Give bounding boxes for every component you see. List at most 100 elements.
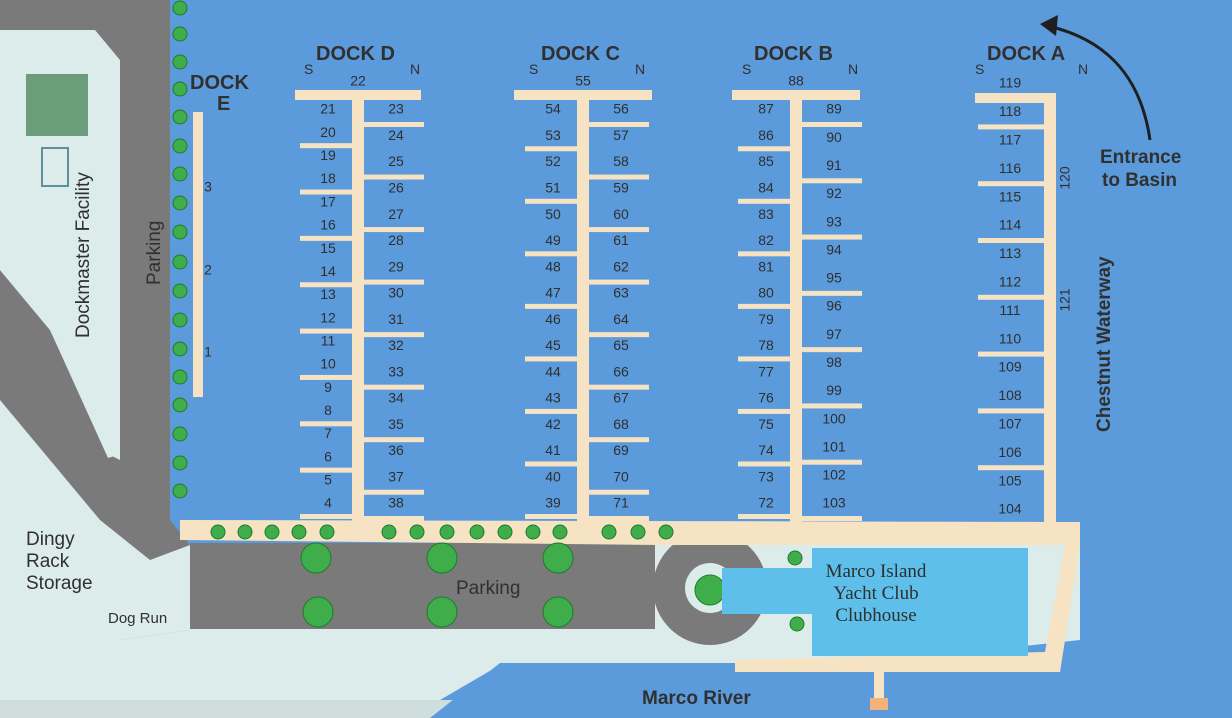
dock-c-finger bbox=[583, 332, 649, 338]
tree bbox=[172, 26, 188, 42]
dock-b-slip: 95 bbox=[826, 270, 842, 286]
dock-b-slip: 77 bbox=[758, 363, 774, 379]
dock-c-slip: 64 bbox=[613, 311, 629, 327]
dock-c-slip: 51 bbox=[545, 180, 561, 196]
dock-c-south-marker: S bbox=[529, 61, 538, 77]
dock-c-finger bbox=[583, 174, 649, 180]
dock-c-slip: 43 bbox=[545, 390, 561, 406]
tree bbox=[172, 166, 188, 182]
dock-d-slip: 4 bbox=[324, 495, 332, 511]
dock-e-slip: 2 bbox=[204, 262, 212, 278]
dock-b-slip: 72 bbox=[758, 495, 774, 511]
dock-c-slip: 53 bbox=[545, 127, 561, 143]
tree bbox=[552, 524, 568, 540]
dock-b-slip: 101 bbox=[822, 438, 846, 454]
dock-c-finger bbox=[525, 251, 583, 257]
dock-d-slip: 24 bbox=[388, 127, 404, 143]
dock-b-slip: 82 bbox=[758, 232, 774, 248]
dock-b-finger bbox=[738, 198, 796, 204]
dock-d-slip: 15 bbox=[320, 240, 336, 256]
entrance-arrow bbox=[1047, 24, 1152, 141]
dock-a-finger bbox=[978, 181, 1044, 187]
dock-d-name: DOCK D bbox=[316, 43, 395, 65]
dock-d-slip: 17 bbox=[320, 193, 336, 209]
tree bbox=[172, 195, 188, 211]
dock-c-finger bbox=[525, 408, 583, 414]
dock-d-finger bbox=[300, 467, 358, 473]
dock-c-slip: 52 bbox=[545, 153, 561, 169]
dock-a-finger bbox=[978, 294, 1044, 300]
dock-b-slip: 93 bbox=[826, 213, 842, 229]
dock-b-slip: 87 bbox=[758, 101, 774, 117]
dock-e: 3 2 1 bbox=[204, 179, 212, 360]
dock-c-slip: 58 bbox=[613, 153, 629, 169]
dock-b-finger bbox=[738, 356, 796, 362]
dock-a-side-slip: 121 bbox=[1057, 288, 1073, 312]
tree bbox=[172, 455, 188, 471]
dock-c-slip: 60 bbox=[613, 206, 629, 222]
dock-a-slip: 107 bbox=[998, 416, 1022, 432]
tree bbox=[381, 524, 397, 540]
dock-d-slip: 6 bbox=[324, 448, 332, 464]
dock-b-finger bbox=[796, 347, 862, 353]
dock-b-slip: 86 bbox=[758, 127, 774, 143]
dock-b-finger bbox=[738, 461, 796, 467]
tree bbox=[172, 0, 188, 16]
dock-c-slip: 63 bbox=[613, 285, 629, 301]
dock-b-slip: 76 bbox=[758, 390, 774, 406]
dock-a-slip: 116 bbox=[999, 160, 1022, 176]
dock-b-finger bbox=[796, 178, 862, 184]
tree bbox=[694, 574, 726, 606]
dock-d-slip: 25 bbox=[388, 153, 404, 169]
tree bbox=[172, 312, 188, 328]
dock-b-slip: 100 bbox=[822, 410, 846, 426]
dock-d-end-slip: 22 bbox=[350, 73, 366, 89]
dock-a-slip: 114 bbox=[999, 217, 1022, 233]
dock-a-slip: 106 bbox=[998, 444, 1022, 460]
dock-d-slip: 7 bbox=[324, 425, 332, 441]
marco-river-water bbox=[430, 663, 1232, 718]
dock-a-slip: 111 bbox=[999, 302, 1020, 318]
dock-a-finger bbox=[978, 408, 1044, 414]
tree bbox=[264, 524, 280, 540]
tree bbox=[172, 426, 188, 442]
dock-b-slip: 99 bbox=[826, 382, 842, 398]
dock-b-slip: 83 bbox=[758, 206, 774, 222]
dock-d-slip: 28 bbox=[388, 232, 404, 248]
dock-c-slip: 56 bbox=[613, 101, 629, 117]
tree bbox=[172, 341, 188, 357]
dock-a-slip: 112 bbox=[999, 274, 1022, 290]
dock-a-finger bbox=[978, 522, 1044, 527]
chestnut-waterway-label: Chestnut Waterway bbox=[1094, 256, 1115, 432]
dock-c-slip: 46 bbox=[545, 311, 561, 327]
dock-d-slip: 8 bbox=[324, 402, 332, 418]
dock-c-slip: 57 bbox=[613, 127, 629, 143]
dock-c-name: DOCK C bbox=[541, 43, 620, 65]
tree bbox=[291, 524, 307, 540]
dock-c-finger bbox=[583, 279, 649, 285]
dock-c-finger bbox=[583, 437, 649, 443]
dock-d-slip: 37 bbox=[388, 468, 404, 484]
dock-b-slip: 91 bbox=[826, 157, 842, 173]
dock-d-finger bbox=[358, 437, 424, 443]
dock-c-slip: 44 bbox=[545, 363, 561, 379]
dock-b-slip: 98 bbox=[826, 354, 842, 370]
dock-e-slip: 1 bbox=[204, 344, 212, 360]
dock-a-spine bbox=[1044, 93, 1056, 525]
dock-d-slip: 38 bbox=[388, 495, 404, 511]
dock-d-finger bbox=[300, 143, 358, 149]
dock-e-slip: 3 bbox=[204, 179, 212, 195]
dock-b-slip: 90 bbox=[826, 129, 842, 145]
dock-c-slip: 59 bbox=[613, 180, 629, 196]
dock-c-slip: 49 bbox=[545, 232, 561, 248]
dock-b-slip: 94 bbox=[826, 241, 842, 257]
dock-c-finger bbox=[525, 146, 583, 152]
tree bbox=[302, 596, 334, 628]
dock-b-slip: 89 bbox=[826, 101, 842, 117]
dock-c-slip: 69 bbox=[613, 442, 629, 458]
dock-b-slip: 75 bbox=[758, 416, 774, 432]
dock-d-finger bbox=[358, 279, 424, 285]
clubhouse-label-3: Clubhouse bbox=[835, 605, 916, 626]
